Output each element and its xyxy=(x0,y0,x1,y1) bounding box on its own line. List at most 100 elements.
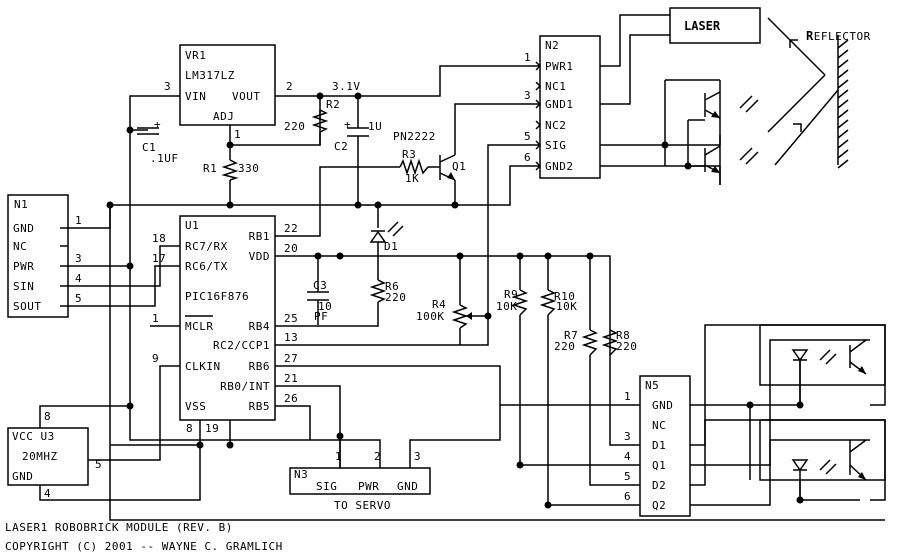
junctions xyxy=(106,92,804,509)
u1-pin-8: 8 xyxy=(186,422,193,435)
u3-ref: VCC U3 xyxy=(12,430,55,443)
r10-ref: R10 xyxy=(554,290,575,303)
r4-potentiometer: R4 100K xyxy=(416,298,472,329)
u3-gnd: GND xyxy=(12,470,33,483)
r2-ref: R2 xyxy=(326,98,340,111)
n5-pin-0-num: 1 xyxy=(624,390,631,403)
c2-capacitor: + C2 1U xyxy=(334,118,382,153)
n1-pin-4-label: SOUT xyxy=(13,300,42,313)
u1-right-1-num: 20 xyxy=(284,242,298,255)
vr1-part: LM317LZ xyxy=(185,69,235,82)
u1-left-1-label: RC6/TX xyxy=(185,260,228,273)
n2-pin-0-num: 1 xyxy=(524,51,531,64)
laser-label: LASER xyxy=(684,19,721,33)
n1-pin-1-label: NC xyxy=(13,240,27,253)
n1-pin-0-label: GND xyxy=(13,222,34,235)
r8-value: 220 xyxy=(616,340,637,353)
r3-ref: R3 xyxy=(402,148,416,161)
r1-resistor: R1 330 xyxy=(203,159,259,181)
c1-plus: + xyxy=(154,118,161,131)
vr1-adj: ADJ xyxy=(213,110,234,123)
n2-ref: N2 xyxy=(545,39,559,52)
u1-left-4-label: VSS xyxy=(185,400,206,413)
title-line-2: COPYRIGHT (C) 2001 -- WAYNE C. GRAMLICH xyxy=(5,540,283,553)
n5-pin-3-num: 4 xyxy=(624,450,631,463)
c3-capacitor: C3 10 PF xyxy=(307,279,332,323)
n1-pin-4-num: 5 xyxy=(75,292,82,305)
d1-ref: D1 xyxy=(384,240,398,253)
n3-pin-pwr: PWR xyxy=(358,480,379,493)
u1-right-6-label: RB5 xyxy=(249,400,270,413)
u1-right-3-label: RC2/CCP1 xyxy=(213,339,270,352)
u1-right-4-label: RB6 xyxy=(249,360,270,373)
n2-pin-5-num: 6 xyxy=(524,151,531,164)
net-3v1-label: 3.1V xyxy=(332,80,361,93)
r3-value: 1K xyxy=(405,172,419,185)
n1-pin-2-num: 3 xyxy=(75,252,82,265)
u3-oscillator: VCC U3 20MHZ GND 8 5 4 xyxy=(7,410,102,500)
laser-module: LASER xyxy=(669,7,826,133)
r1-ref: R1 xyxy=(203,162,217,175)
c1-ref: C1 xyxy=(142,141,156,154)
n5-pin-3-label: Q1 xyxy=(652,459,666,472)
photo-sensor-bottom xyxy=(688,135,759,185)
opto-sensor-bottom xyxy=(759,419,886,500)
n3-num-3: 3 xyxy=(414,450,421,463)
opto-sensor-top xyxy=(759,324,886,405)
r10-value: 10K xyxy=(556,300,577,313)
c1-capacitor: + C1 .1UF xyxy=(137,118,179,165)
vr1-pin-vout: 2 xyxy=(286,80,293,93)
n1-pin-0-num: 1 xyxy=(75,214,82,227)
n3-pin-gnd: GND xyxy=(397,480,418,493)
c1-value: .1UF xyxy=(150,152,179,165)
vr1-vin: VIN xyxy=(185,90,206,103)
n1-pin-3-num: 4 xyxy=(75,272,82,285)
n3-pin-sig: SIG xyxy=(316,480,337,493)
r9-ref: R9 xyxy=(504,288,518,301)
n2-pin-3-label: NC2 xyxy=(545,119,566,132)
vr1-ref: VR1 xyxy=(185,49,206,62)
n2-pin-1-label: NC1 xyxy=(545,80,566,93)
r7-resistor: R7 220 xyxy=(554,329,599,356)
r3-resistor: R3 1K xyxy=(399,148,429,185)
u1-left-0-num: 18 xyxy=(152,232,166,245)
vr1-pin-adj: 1 xyxy=(234,128,241,141)
u1-left-1-num: 17 xyxy=(152,252,166,265)
reflector: REFLECTOR xyxy=(774,29,871,169)
n2-pin-2-label: GND1 xyxy=(545,98,574,111)
n5-pin-1-label: NC xyxy=(652,419,666,432)
u1-right-3-num: 13 xyxy=(284,331,298,344)
u1-ref: U1 xyxy=(185,219,199,232)
photo-sensor-top xyxy=(688,80,759,145)
n5-ref: N5 xyxy=(645,379,659,392)
c3-value: 10 xyxy=(318,300,332,313)
c3-ref: C3 xyxy=(313,279,327,292)
c2-ref: C2 xyxy=(334,140,348,153)
vr1-regulator: VR1 LM317LZ VIN VOUT ADJ 3 2 1 xyxy=(164,44,293,141)
r4-ref: R4 xyxy=(432,298,446,311)
r2-resistor: R2 220 xyxy=(284,98,340,133)
r7-ref: R7 xyxy=(564,329,578,342)
n1-pin-3-label: SIN xyxy=(13,280,34,293)
title-line-1: LASER1 ROBOBRICK MODULE (REV. B) xyxy=(5,521,233,534)
u1-right-4-num: 27 xyxy=(284,352,298,365)
r8-ref: R8 xyxy=(616,329,630,342)
u1-pin-19: 19 xyxy=(205,422,219,435)
u1-right-5-label: RB0/INT xyxy=(220,380,270,393)
r9-resistor: R9 10K xyxy=(496,288,529,316)
r6-resistor: R6 220 xyxy=(369,279,406,304)
reflector-label: REFLECTOR xyxy=(806,29,871,43)
u1-left-2-label: MCLR xyxy=(185,320,214,333)
n2-pin-2-num: 3 xyxy=(524,89,531,102)
n5-pin-2-num: 3 xyxy=(624,430,631,443)
n3-ref: N3 xyxy=(294,468,308,481)
u1-left-2-num: 1 xyxy=(152,312,159,325)
n5-pin-2-label: D1 xyxy=(652,439,666,452)
n5-pin-0-label: GND xyxy=(652,399,673,412)
n3-caption: TO SERVO xyxy=(334,499,391,512)
n3-num-2: 2 xyxy=(374,450,381,463)
u1-right-6-num: 26 xyxy=(284,392,298,405)
